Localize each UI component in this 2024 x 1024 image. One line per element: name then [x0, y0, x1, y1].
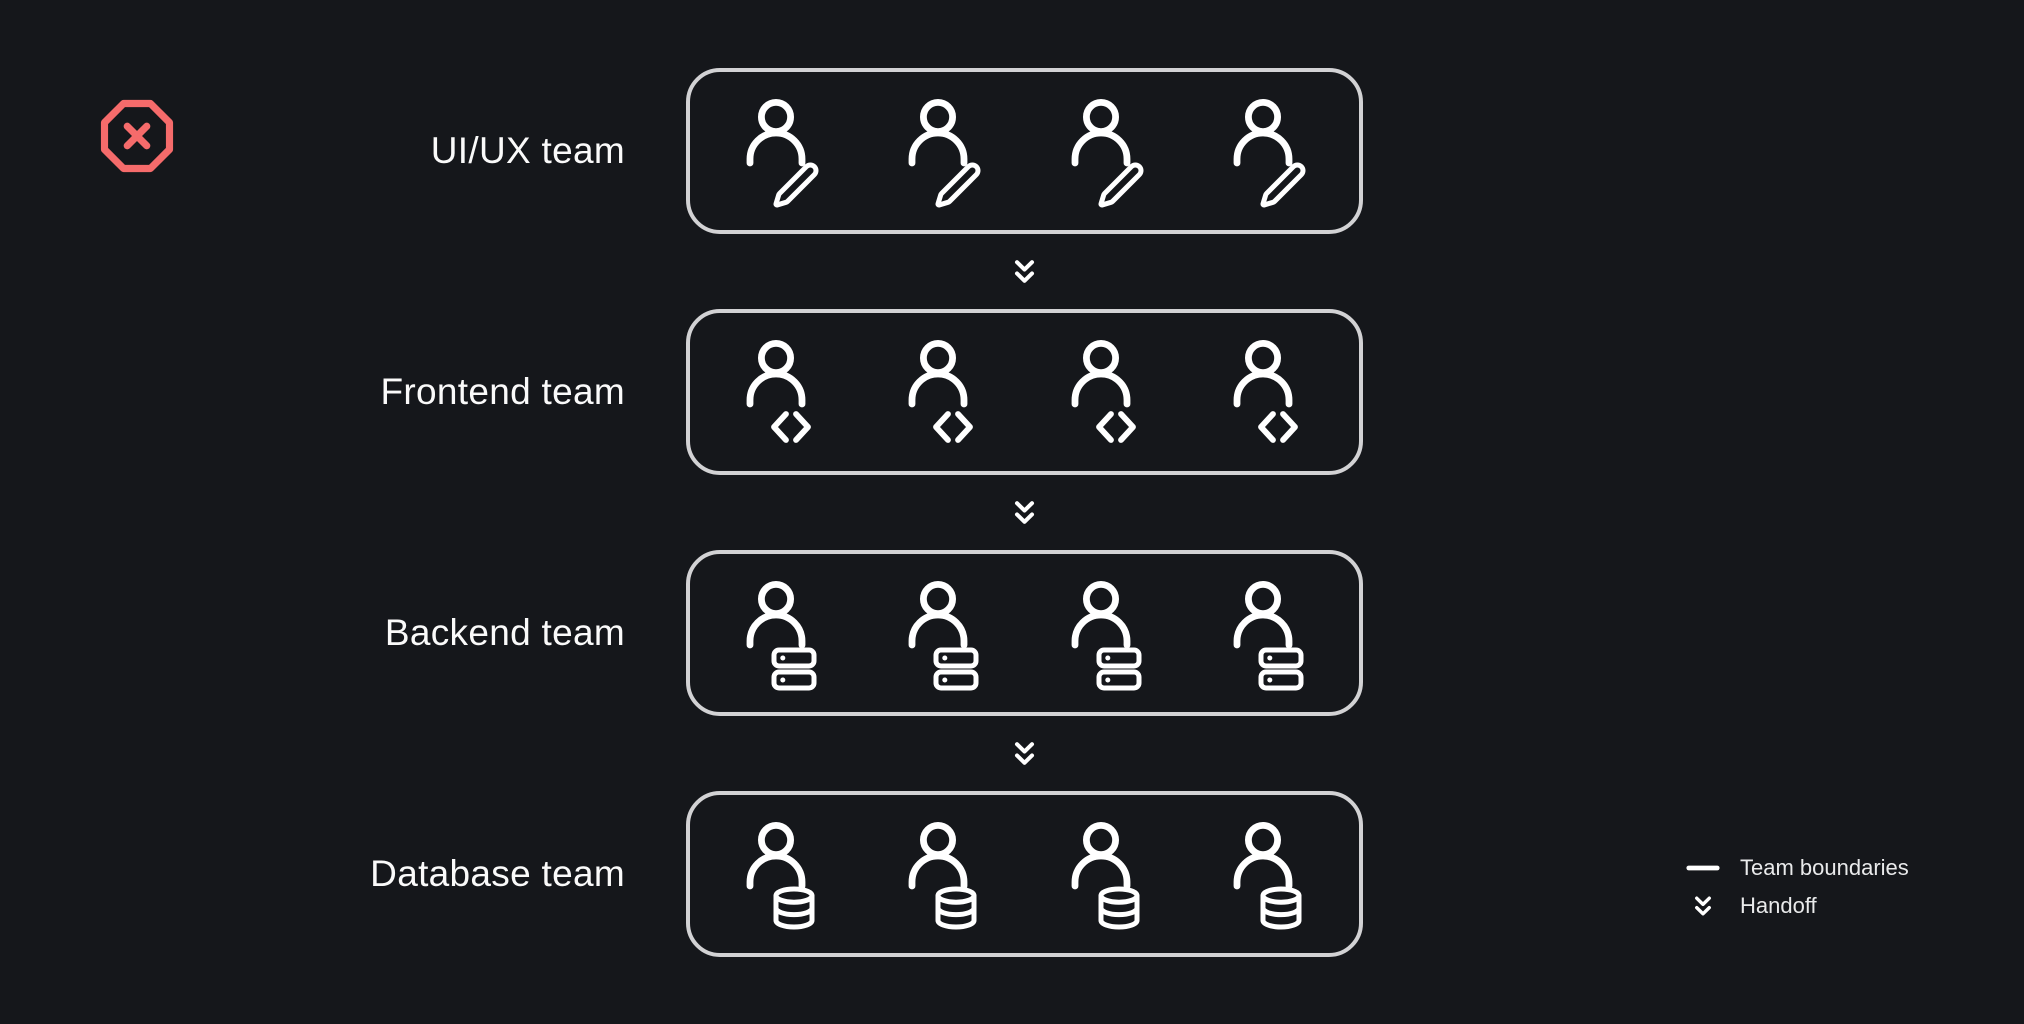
user-server-icon — [736, 578, 832, 694]
user-code-icon — [898, 337, 994, 453]
team-box — [686, 791, 1363, 957]
legend-label: Team boundaries — [1740, 855, 1909, 880]
user-code-icon — [1223, 337, 1319, 453]
team-row-backend: Backend team — [0, 550, 1363, 716]
chevrons-down-icon — [1008, 497, 1041, 528]
team-box — [686, 68, 1363, 234]
user-pencil-icon — [1223, 96, 1319, 212]
user-pencil-icon — [898, 96, 994, 212]
user-server-icon — [1223, 578, 1319, 694]
user-server-icon — [898, 578, 994, 694]
team-label: Backend team — [384, 612, 625, 653]
user-code-icon — [1061, 337, 1157, 453]
team-row-database: Database team — [0, 791, 1363, 957]
legend: Team boundaries Handoff — [1686, 853, 1909, 921]
team-boundary-line-icon — [1686, 862, 1720, 874]
team-box — [686, 309, 1363, 475]
handoff-connector — [689, 716, 1360, 791]
chevrons-down-icon — [1686, 893, 1720, 919]
legend-item-handoff: Handoff — [1686, 891, 1909, 921]
handoff-connector — [689, 475, 1360, 550]
team-rows: UI/UX team Frontend team Backend team Da… — [0, 68, 1363, 957]
team-row-frontend: Frontend team — [0, 309, 1363, 475]
user-pencil-icon — [1061, 96, 1157, 212]
legend-item-team-boundaries: Team boundaries — [1686, 853, 1909, 883]
user-database-icon — [736, 819, 832, 935]
legend-label: Handoff — [1740, 893, 1817, 918]
handoff-connector — [689, 234, 1360, 309]
user-database-icon — [1061, 819, 1157, 935]
user-database-icon — [898, 819, 994, 935]
team-label: Frontend team — [380, 371, 625, 412]
user-pencil-icon — [736, 96, 832, 212]
team-box — [686, 550, 1363, 716]
user-code-icon — [736, 337, 832, 453]
user-server-icon — [1061, 578, 1157, 694]
chevrons-down-icon — [1008, 256, 1041, 287]
team-row-uiux: UI/UX team — [0, 68, 1363, 234]
team-label: Database team — [370, 853, 625, 894]
chevrons-down-icon — [1008, 738, 1041, 769]
team-label: UI/UX team — [430, 130, 625, 171]
user-database-icon — [1223, 819, 1319, 935]
